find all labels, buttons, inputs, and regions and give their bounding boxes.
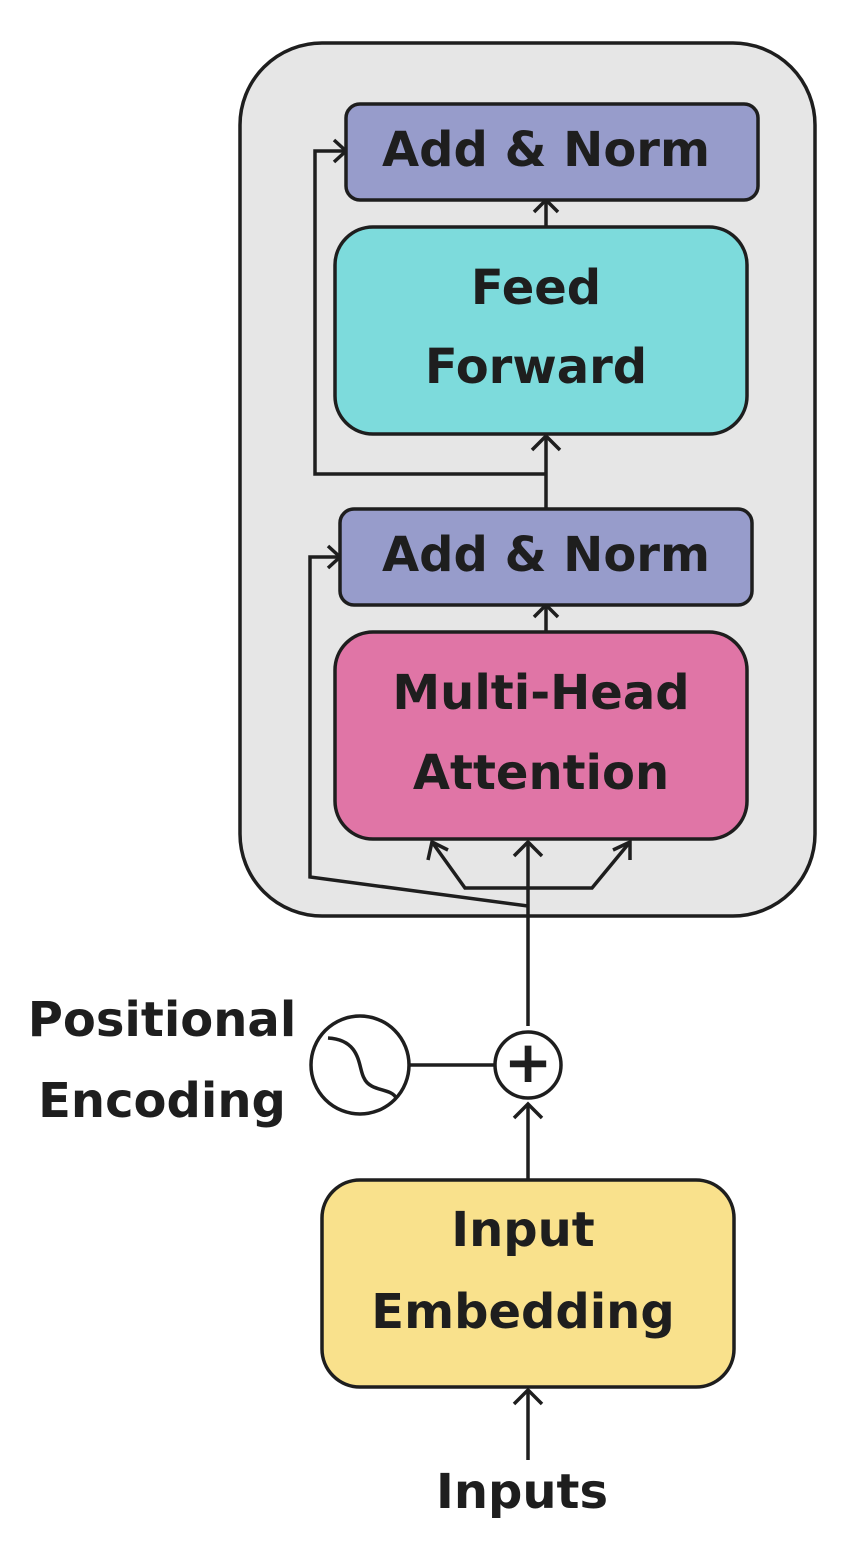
input-embedding-label-line2: Embedding (371, 1284, 674, 1340)
arrowhead-inputs-to-embedding (512, 1387, 544, 1406)
multi-head-attention-block (333, 630, 749, 841)
positional-encoding-label-line1: Positional (28, 992, 297, 1048)
residual-connection-attention (308, 555, 529, 908)
add-norm-bottom-label: Add & Norm (382, 527, 710, 583)
multi-head-attention-label-line2: Attention (413, 745, 669, 801)
feed-forward-label-line2: Forward (425, 339, 647, 395)
add-norm-bottom-block (338, 507, 754, 607)
feed-forward-label-line1: Feed (471, 260, 601, 316)
add-icon (493, 1030, 563, 1100)
input-embedding-label-line1: Input (451, 1202, 595, 1258)
arrowhead-query (426, 839, 449, 861)
arrowhead-key (612, 839, 632, 860)
add-norm-top-block (344, 102, 760, 202)
add-norm-top-label: Add & Norm (382, 122, 710, 178)
positional-encoding-label-line2: Encoding (38, 1073, 286, 1129)
residual-connection-feedforward (313, 149, 546, 476)
inputs-label: Inputs (436, 1464, 608, 1520)
arrowhead-value (512, 839, 544, 858)
input-embedding-block (320, 1178, 736, 1389)
arrowhead-embedding-to-adder (512, 1101, 544, 1120)
multi-head-attention-label-line1: Multi-Head (392, 665, 689, 721)
add-symbol: + (504, 1028, 553, 1096)
feed-forward-block (333, 225, 749, 436)
fork-line (430, 840, 632, 890)
sine-wave-curve (327, 1036, 398, 1099)
arrowhead-addnorm-to-feedforward (530, 433, 562, 452)
